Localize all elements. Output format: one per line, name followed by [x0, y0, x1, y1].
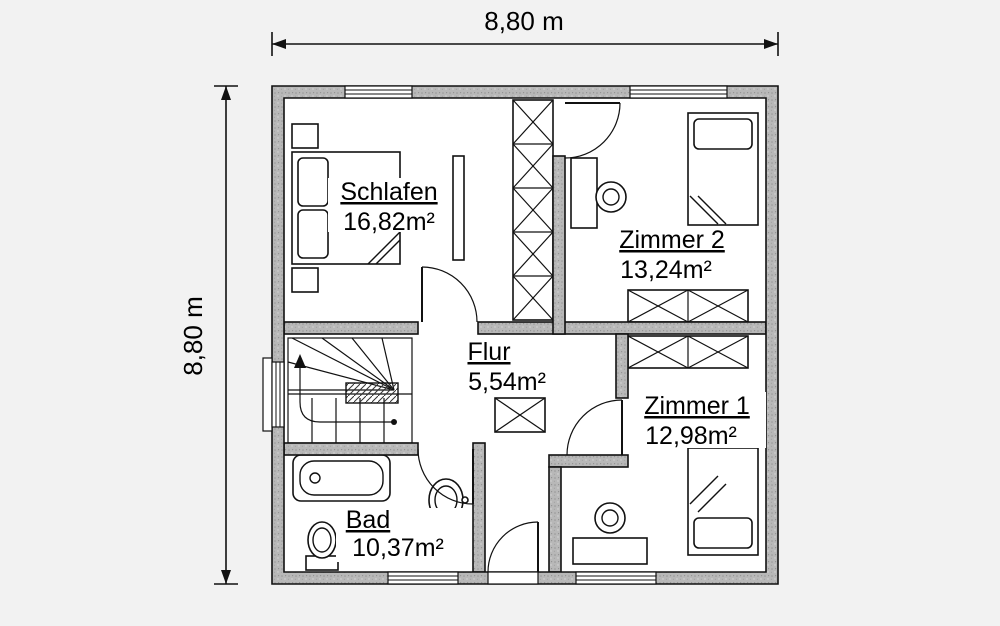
dimension-top-label: 8,80 m [484, 6, 564, 36]
room-area-flur: 5,54m² [468, 368, 546, 396]
dimension-top: 8,80 m [271, 6, 779, 56]
chair-icon [595, 181, 627, 213]
room-label-flur: Flur [467, 338, 510, 366]
door-schlafen [421, 266, 478, 323]
closet-icon [627, 289, 749, 323]
desk-icon [572, 537, 648, 565]
label-bg [328, 178, 450, 232]
room-area-schlafen: 16,82m² [343, 208, 435, 236]
cupboard-icon [494, 397, 546, 433]
stairs-icon [287, 337, 413, 444]
door-bad [417, 448, 474, 505]
window-stairs [262, 357, 285, 432]
label-bg [441, 338, 573, 394]
room-area-bad: 10,37m² [352, 534, 444, 562]
door-entrance [487, 521, 539, 585]
window-schlafen [344, 85, 413, 99]
window-zimmer2 [629, 85, 728, 99]
closet-icon [627, 335, 749, 369]
room-label-bad: Bad [346, 506, 390, 534]
room-label-zimmer2: Zimmer 2 [619, 226, 725, 254]
desk-icon [570, 157, 598, 229]
nightstand-icon [291, 267, 319, 293]
sideboard-icon [452, 155, 465, 261]
label-bg [630, 392, 766, 448]
room-label-zimmer1: Zimmer 1 [644, 392, 750, 420]
dimension-left: 8,80 m [178, 85, 238, 585]
label-bg [336, 508, 468, 562]
door-zimmer1 [566, 399, 623, 456]
nightstand-icon [291, 123, 319, 149]
room-area-zimmer1: 12,98m² [645, 422, 737, 450]
chair-icon [594, 502, 626, 534]
room-area-zimmer2: 13,24m² [620, 256, 712, 284]
label-bg [610, 226, 740, 282]
wardrobe-icon [512, 99, 554, 321]
bathtub-icon [292, 454, 391, 502]
single-bed-icon [687, 447, 759, 556]
window-bad [387, 571, 459, 585]
window-zimmer1 [575, 571, 657, 585]
dimension-left-label: 8,80 m [178, 296, 208, 376]
door-zimmer2 [564, 102, 621, 159]
single-bed-icon [687, 112, 759, 226]
toilet-icon [305, 521, 339, 571]
room-label-schlafen: Schlafen [340, 178, 437, 206]
